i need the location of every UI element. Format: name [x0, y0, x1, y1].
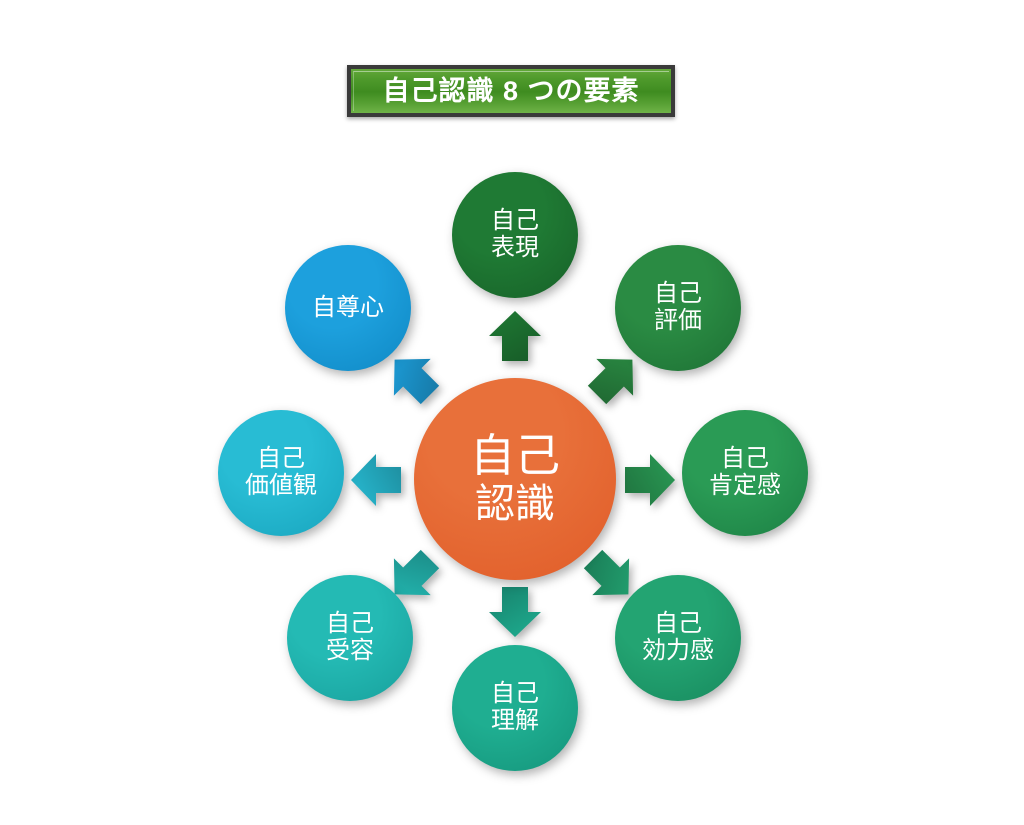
arrow-to-self-efficacy-icon [578, 544, 642, 608]
arrow-to-self-evaluation-icon [582, 346, 646, 410]
title-banner: 自己認識 8 つの要素 [347, 65, 675, 117]
arrow-to-self-affirmation-icon [617, 448, 681, 512]
page-title: 自己認識 8 つの要素 [382, 75, 640, 106]
node-label-line: 価値観 [245, 472, 317, 499]
node-self-understanding[interactable]: 自己 理解 [452, 645, 578, 771]
node-label-line: 自己 [721, 445, 769, 473]
node-label-line: 理解 [491, 707, 539, 734]
arrow-to-self-esteem-icon [381, 346, 445, 410]
node-label-line: 自己 [257, 445, 305, 473]
node-label-line: 表現 [491, 234, 539, 261]
node-self-expression[interactable]: 自己 表現 [452, 172, 578, 298]
node-self-esteem[interactable]: 自尊心 [285, 245, 411, 371]
node-self-values[interactable]: 自己 価値観 [218, 410, 344, 536]
node-label-line: 自己 [326, 610, 374, 638]
arrow-to-self-values-icon [345, 448, 409, 512]
node-label-line: 自己 [654, 610, 702, 638]
arrow-to-self-expression-icon [483, 305, 547, 369]
node-label-line: 自己 [654, 280, 702, 308]
center-label-line: 自己 [469, 430, 560, 482]
node-label-line: 肯定感 [709, 472, 781, 499]
node-self-evaluation[interactable]: 自己 評価 [615, 245, 741, 371]
node-label-line: 自尊心 [312, 293, 384, 321]
node-self-acceptance[interactable]: 自己 受容 [287, 575, 413, 701]
arrow-to-self-acceptance-icon [381, 544, 445, 608]
node-self-awareness-center[interactable]: 自己 認識 [414, 378, 616, 580]
node-self-efficacy[interactable]: 自己 効力感 [615, 575, 741, 701]
node-self-affirmation[interactable]: 自己 肯定感 [682, 410, 808, 536]
center-label-line: 認識 [475, 481, 555, 526]
node-label-line: 効力感 [642, 637, 714, 664]
node-label-line: 受容 [326, 637, 374, 664]
node-label-line: 自己 [491, 680, 539, 708]
arrow-to-self-understanding-icon [483, 579, 547, 643]
node-label-line: 評価 [654, 307, 702, 334]
node-label-line: 自己 [491, 207, 539, 235]
